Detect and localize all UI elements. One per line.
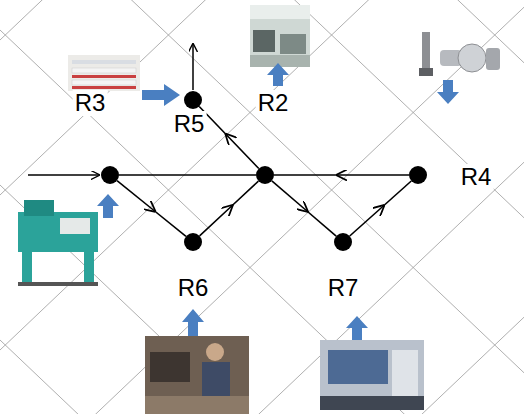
node-label: R7 [326,275,361,301]
grid-line [0,7,524,414]
flow-connector [272,181,336,236]
machine-picture [320,340,424,410]
grid-line [0,0,524,373]
flow-connector [274,174,409,176]
grid-line [0,30,524,414]
shelves-picture [68,55,140,91]
flow-connector [200,181,259,236]
grid-line [0,162,524,414]
node-label: R6 [176,275,211,301]
flow-connector [117,181,186,237]
node-label: R3 [73,90,108,116]
pointer-arrow [267,63,289,86]
pointer-arrow [97,194,119,218]
input-arrow [28,174,99,176]
machine-picture [18,200,98,286]
grid-line [0,317,524,414]
junction-dot: R4 [409,166,427,184]
flow-connector [350,181,412,236]
node-label: R4 [459,164,494,190]
grid-line [0,0,524,218]
flow-connector [119,174,256,176]
junction-dot: R7 [334,233,352,251]
grid-line [0,0,524,195]
grid-line [0,0,524,350]
workshop-picture [250,5,310,67]
pumps-picture [419,32,500,76]
worker-picture [145,336,249,414]
node-label: R2 [256,90,291,116]
junction-dot: R3 [101,166,119,184]
flow-connector [199,106,259,168]
grid-line [0,185,524,414]
pointer-arrow [437,80,459,104]
node-label: R5 [172,111,207,137]
junction-dot: R2 [256,166,274,184]
pointer-arrow [346,316,368,340]
junction-dot: R5 [184,91,202,109]
pointer-arrow [182,309,204,336]
grid-line [0,340,524,414]
pointer-arrow [142,84,180,106]
output-arrow [192,44,194,90]
junction-dot: R6 [184,233,202,251]
